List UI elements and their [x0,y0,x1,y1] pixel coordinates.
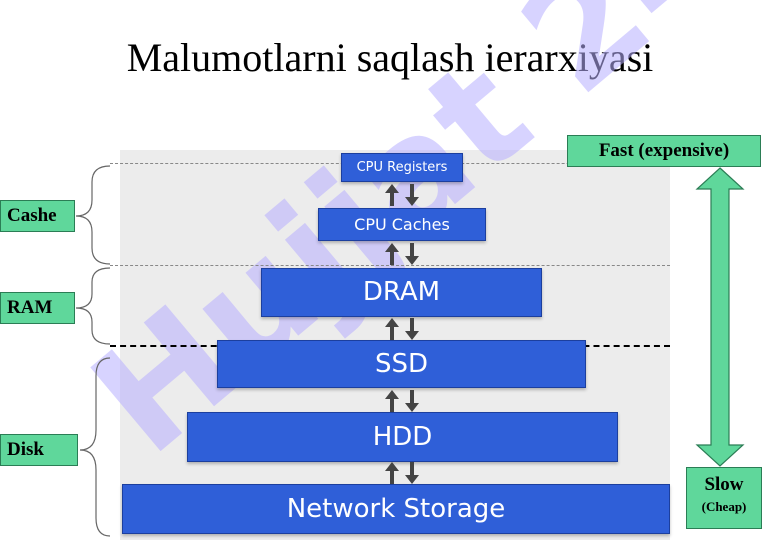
group-label-cache: Cashe [0,200,75,232]
slide-title: Malumotlarni saqlash ierarxiyasi [126,35,654,80]
slow-label: Slow [704,474,744,495]
level-dram: DRAM [261,268,542,317]
level-hdd: HDD [187,412,618,462]
up-down-arrows-icon [385,462,419,484]
fast-expensive-label: Fast (expensive) [567,135,761,167]
slow-cheap-label: Slow (Cheap) [686,467,762,529]
level-network-storage: Network Storage [122,484,670,534]
speed-double-arrow-icon [695,167,745,467]
group-label-disk: Disk [0,434,78,466]
up-down-arrows-icon [385,318,419,340]
up-down-arrows-icon [385,390,419,412]
cheap-note: (Cheap) [701,499,747,514]
level-label: HDD [372,422,433,452]
up-down-arrows-icon [385,243,419,265]
level-label: SSD [374,349,429,379]
level-label: DRAM [362,277,441,307]
level-label: CPU Registers [356,160,448,175]
level-label: CPU Caches [354,215,450,234]
separator-cache-ram [110,265,670,266]
level-ssd: SSD [217,340,586,388]
level-cpu-registers: CPU Registers [341,153,463,182]
level-cpu-caches: CPU Caches [318,208,486,241]
up-down-arrows-icon [385,184,419,206]
level-label: Network Storage [286,494,506,524]
group-label-ram: RAM [0,292,75,324]
